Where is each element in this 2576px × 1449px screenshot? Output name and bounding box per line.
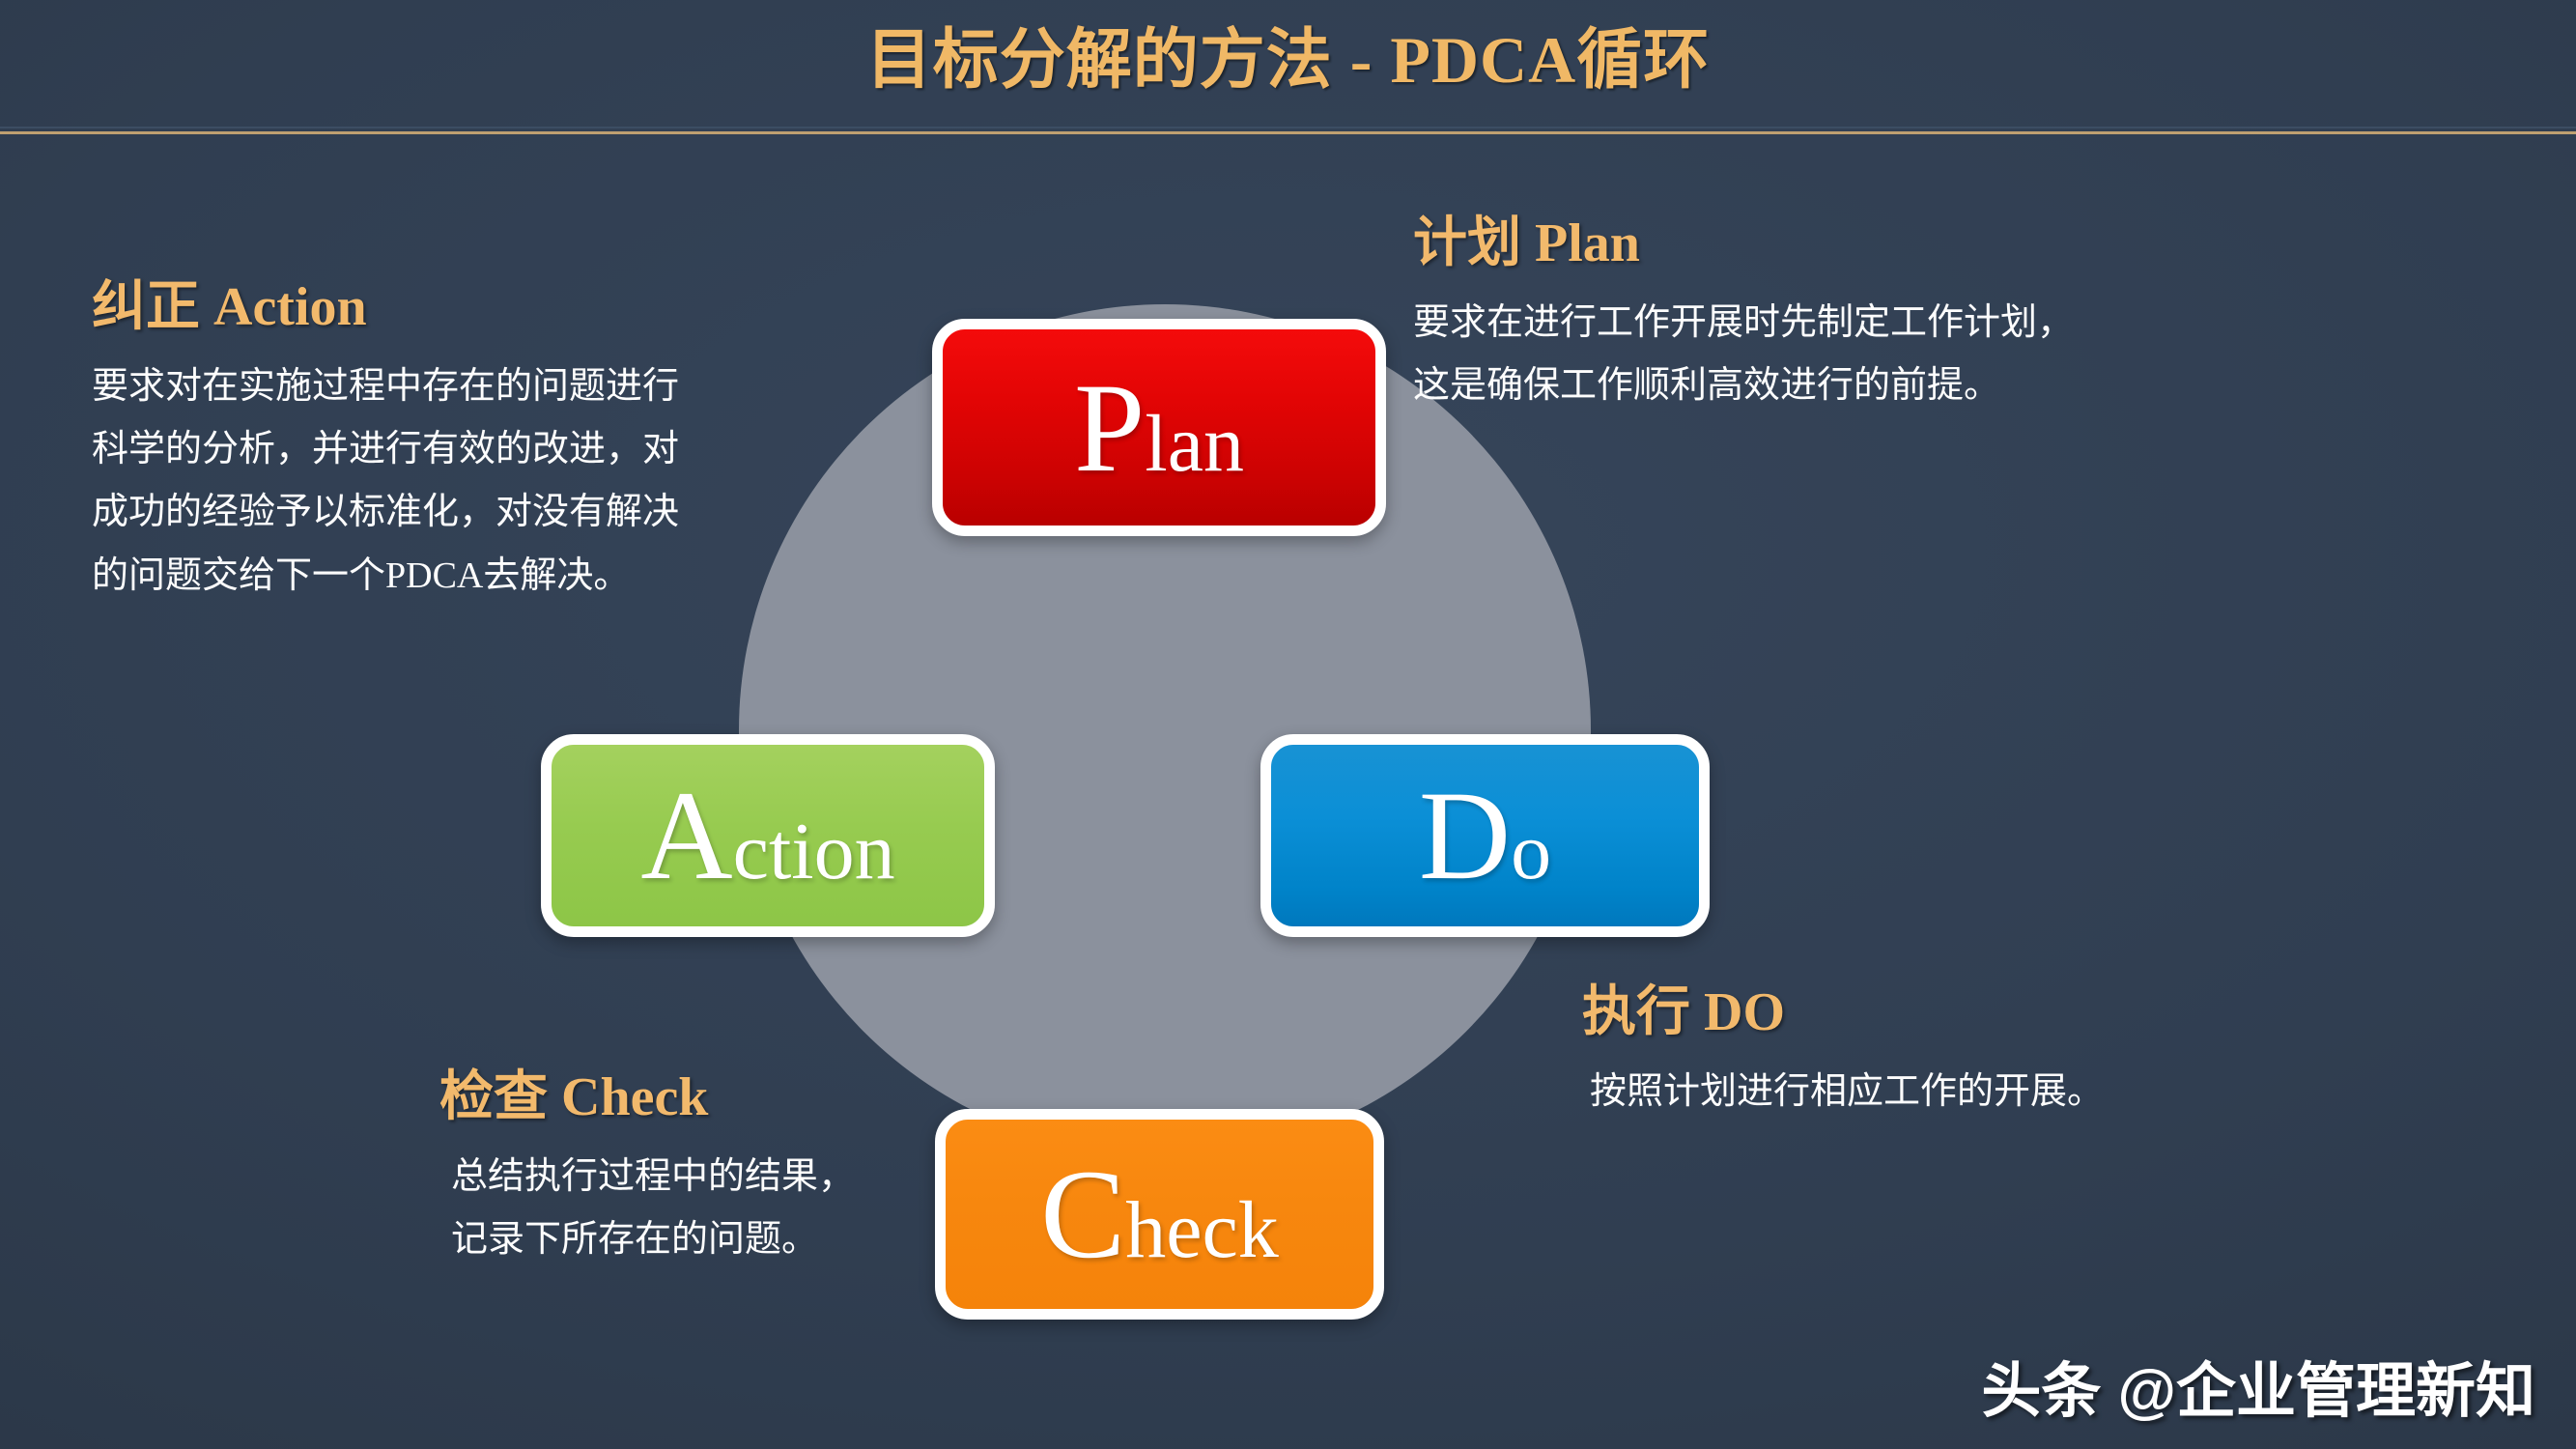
header-divider-shadow [0, 127, 2576, 128]
header-divider [0, 131, 2576, 134]
pdca-node-plan-initial: P [1073, 355, 1146, 498]
pdca-node-plan-label: P lan [1073, 355, 1245, 498]
description-plan-line: 要求在进行工作开展时先制定工作计划， [1413, 301, 2075, 343]
description-check: 检查 Check 总结执行过程中的结果， 记录下所存在的问题。 [439, 1067, 980, 1272]
pdca-node-do-rest: o [1511, 807, 1552, 896]
description-plan-title: 计划 Plan [1413, 213, 1640, 273]
pdca-node-plan-rest: lan [1145, 398, 1245, 489]
pdca-node-action[interactable]: A ction [541, 734, 995, 937]
pdca-node-action-label: A ction [640, 772, 894, 899]
watermark-text: 头条 @企业管理新知 [1981, 1358, 2535, 1425]
description-action-line: 科学的分析，并进行有效的改进，对 [92, 428, 680, 469]
description-action-line: 成功的经验予以标准化，对没有解决 [92, 492, 680, 533]
description-action-body: 要求对在实施过程中存在的问题进行 科学的分析，并进行有效的改进，对 成功的经验予… [92, 355, 893, 608]
description-plan-line: 这是确保工作顺利高效进行的前提。 [1413, 364, 2001, 406]
description-check-title: 检查 Check [439, 1067, 709, 1127]
pdca-node-do[interactable]: D o [1260, 734, 1710, 937]
description-action-line: 要求对在实施过程中存在的问题进行 [92, 365, 680, 407]
description-do-line: 按照计划进行相应工作的开展。 [1590, 1070, 2105, 1112]
description-do-title: 执行 DO [1582, 982, 1785, 1042]
description-plan: 计划 Plan 要求在进行工作开展时先制定工作计划， 这是确保工作顺利高效进行的… [1413, 213, 2263, 418]
description-check-body: 总结执行过程中的结果， 记录下所存在的问题。 [451, 1146, 980, 1272]
description-do: 执行 DO 按照计划进行相应工作的开展。 [1582, 982, 2278, 1123]
description-action-title: 纠正 Action [92, 277, 367, 337]
pdca-node-check-initial: C [1040, 1143, 1126, 1285]
description-plan-body: 要求在进行工作开展时先制定工作计划， 这是确保工作顺利高效进行的前提。 [1413, 292, 2263, 418]
pdca-node-check-label: C heck [1040, 1151, 1279, 1278]
page-title: 目标分解的方法 - PDCA循环 [865, 23, 1711, 97]
pdca-node-do-initial: D [1418, 764, 1512, 906]
pdca-node-action-rest: ction [732, 807, 895, 896]
description-do-body: 按照计划进行相应工作的开展。 [1590, 1061, 2278, 1123]
pdca-node-do-label: D o [1419, 772, 1551, 899]
pdca-node-check[interactable]: C heck [935, 1109, 1384, 1320]
description-check-line: 记录下所存在的问题。 [451, 1218, 819, 1260]
description-action-line: 的问题交给下一个PDCA去解决。 [92, 554, 631, 596]
pdca-node-check-rest: heck [1125, 1185, 1279, 1275]
pdca-node-plan[interactable]: P lan [932, 319, 1386, 536]
description-check-line: 总结执行过程中的结果， [451, 1155, 856, 1197]
pdca-node-action-initial: A [640, 764, 733, 906]
header-band: 目标分解的方法 - PDCA循环 [0, 0, 2576, 133]
description-action: 纠正 Action 要求对在实施过程中存在的问题进行 科学的分析，并进行有效的改… [92, 277, 893, 608]
